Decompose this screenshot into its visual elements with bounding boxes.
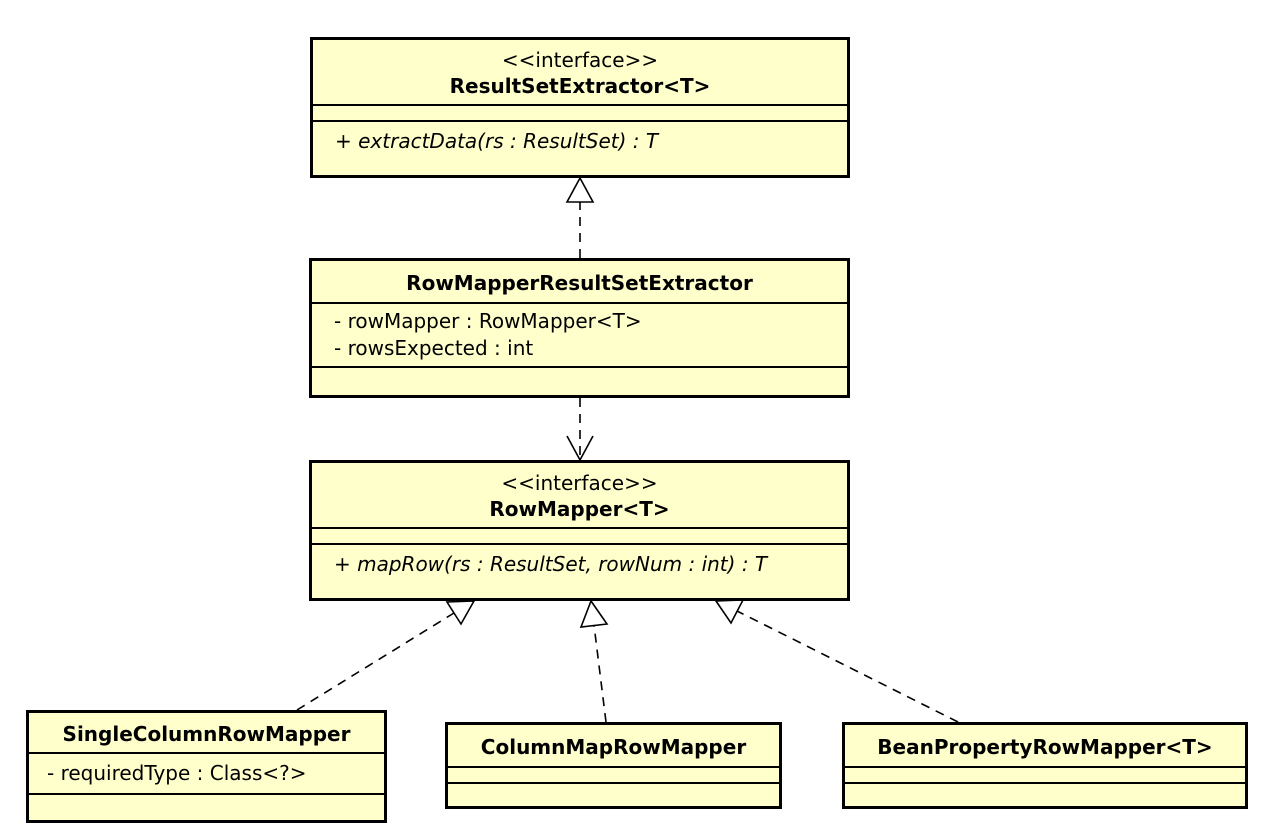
stereotype-label: <<interface>> bbox=[501, 471, 658, 495]
class-header: <<interface>> RowMapper<T> bbox=[312, 463, 847, 529]
class-single-column-row-mapper[interactable]: SingleColumnRowMapper - requiredType : C… bbox=[26, 710, 387, 823]
class-header: SingleColumnRowMapper bbox=[29, 713, 384, 754]
operations-compartment bbox=[845, 784, 1245, 800]
attributes-compartment bbox=[448, 768, 779, 784]
class-header: ColumnMapRowMapper bbox=[448, 725, 779, 768]
operation: + mapRow(rs : ResultSet, rowNum : int) :… bbox=[334, 552, 768, 576]
attributes-compartment bbox=[312, 529, 847, 545]
class-row-mapper[interactable]: <<interface>> RowMapper<T> + mapRow(rs :… bbox=[309, 460, 850, 601]
class-header: <<interface>> ResultSetExtractor<T> bbox=[313, 40, 847, 106]
operation: + extractData(rs : ResultSet) : T bbox=[335, 129, 659, 153]
class-name: ResultSetExtractor<T> bbox=[449, 74, 711, 98]
attribute: - rowsExpected : int bbox=[334, 336, 534, 360]
operations-compartment bbox=[29, 795, 384, 811]
attributes-compartment bbox=[845, 768, 1245, 784]
realization-bean-property-to-row-mapper bbox=[714, 599, 959, 723]
class-row-mapper-result-set-extractor[interactable]: RowMapperResultSetExtractor - rowMapper … bbox=[309, 258, 850, 398]
class-header: BeanPropertyRowMapper<T> bbox=[845, 725, 1245, 768]
attribute: - requiredType : Class<?> bbox=[47, 761, 307, 785]
class-bean-property-row-mapper[interactable]: BeanPropertyRowMapper<T> bbox=[842, 722, 1248, 809]
class-name: RowMapperResultSetExtractor bbox=[406, 271, 753, 295]
operations-compartment: + mapRow(rs : ResultSet, rowNum : int) :… bbox=[312, 545, 847, 582]
realization-column-map-to-row-mapper bbox=[579, 599, 609, 723]
class-name: BeanPropertyRowMapper<T> bbox=[877, 735, 1213, 759]
realization-extractor-to-result-set-extractor bbox=[565, 176, 595, 258]
class-name: RowMapper<T> bbox=[489, 497, 670, 521]
dependency-extractor-to-row-mapper bbox=[566, 398, 594, 462]
attributes-compartment bbox=[313, 106, 847, 122]
attributes-compartment: - rowMapper : RowMapper<T> - rowsExpecte… bbox=[312, 304, 847, 368]
operations-compartment bbox=[312, 368, 847, 384]
class-header: RowMapperResultSetExtractor bbox=[312, 261, 847, 304]
class-name: SingleColumnRowMapper bbox=[62, 722, 351, 746]
stereotype-label: <<interface>> bbox=[501, 48, 659, 72]
class-result-set-extractor[interactable]: <<interface>> ResultSetExtractor<T> + ex… bbox=[310, 37, 850, 178]
attribute: - rowMapper : RowMapper<T> bbox=[334, 309, 642, 333]
operations-compartment bbox=[448, 784, 779, 800]
realization-single-column-to-row-mapper bbox=[296, 600, 476, 711]
class-column-map-row-mapper[interactable]: ColumnMapRowMapper bbox=[445, 722, 782, 809]
attributes-compartment: - requiredType : Class<?> bbox=[29, 754, 384, 795]
operations-compartment: + extractData(rs : ResultSet) : T bbox=[313, 122, 847, 159]
class-name: ColumnMapRowMapper bbox=[480, 735, 747, 759]
